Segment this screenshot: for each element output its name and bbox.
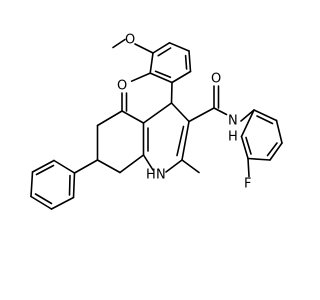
atom-f: F: [244, 177, 251, 192]
c4-aryl-bond: [170, 81, 173, 104]
atom-h-ring: H: [146, 168, 156, 183]
fluorine-bond: [247, 157, 250, 178]
molecule-diagram: O O O N H F H N: [30, 33, 283, 210]
amide-group: [188, 85, 228, 123]
atom-h-amide: H: [228, 130, 238, 145]
fluorophenyl-ring: [240, 109, 283, 161]
atom-n-ring: N: [156, 168, 166, 183]
atom-o-methoxy: O: [125, 33, 135, 48]
dihydropyridine-ring: [142, 102, 190, 173]
methoxy-group: [112, 38, 154, 54]
phenyl-attach-bond: [73, 159, 99, 174]
methoxyphenyl-ring: [130, 41, 192, 84]
ketone-carbonyl: [121, 92, 128, 112]
atom-n-amide: N: [228, 114, 238, 129]
atom-o-amide: O: [211, 72, 221, 87]
atom-o-ketone: O: [117, 79, 127, 94]
amide-aryl-bond: [240, 109, 255, 122]
phenyl-ring: [30, 159, 76, 210]
bond-layer: [30, 38, 283, 210]
atom-labels: O O O N H F H N: [117, 33, 251, 192]
methyl-bond: [181, 159, 200, 174]
cyclohexenone-ring: [96, 110, 145, 174]
